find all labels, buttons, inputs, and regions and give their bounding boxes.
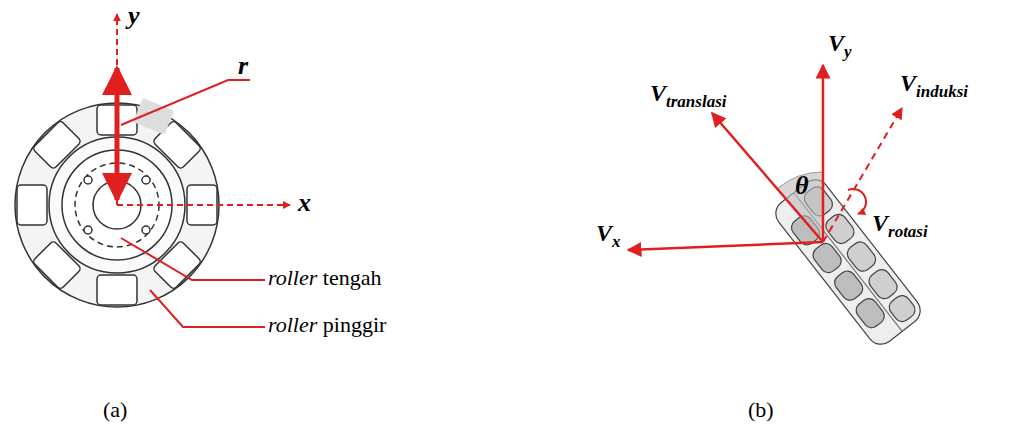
axis-label: x — [298, 189, 311, 218]
vector-label: Vinduksi — [900, 70, 968, 102]
part-label: roller tengah — [268, 266, 381, 290]
vector-label: Vtranslasi — [650, 80, 727, 112]
vector-label: Vx — [596, 220, 621, 252]
dimension-label: r — [238, 52, 248, 81]
figure-label: (a) — [103, 398, 127, 422]
angle-label: θ — [795, 172, 809, 201]
figure-label: (b) — [748, 398, 774, 422]
axis-label: y — [128, 2, 140, 31]
part-label: roller pinggir — [268, 313, 386, 337]
vector-label: Vy — [828, 30, 852, 62]
vector-label: Vrotasi — [872, 210, 928, 242]
